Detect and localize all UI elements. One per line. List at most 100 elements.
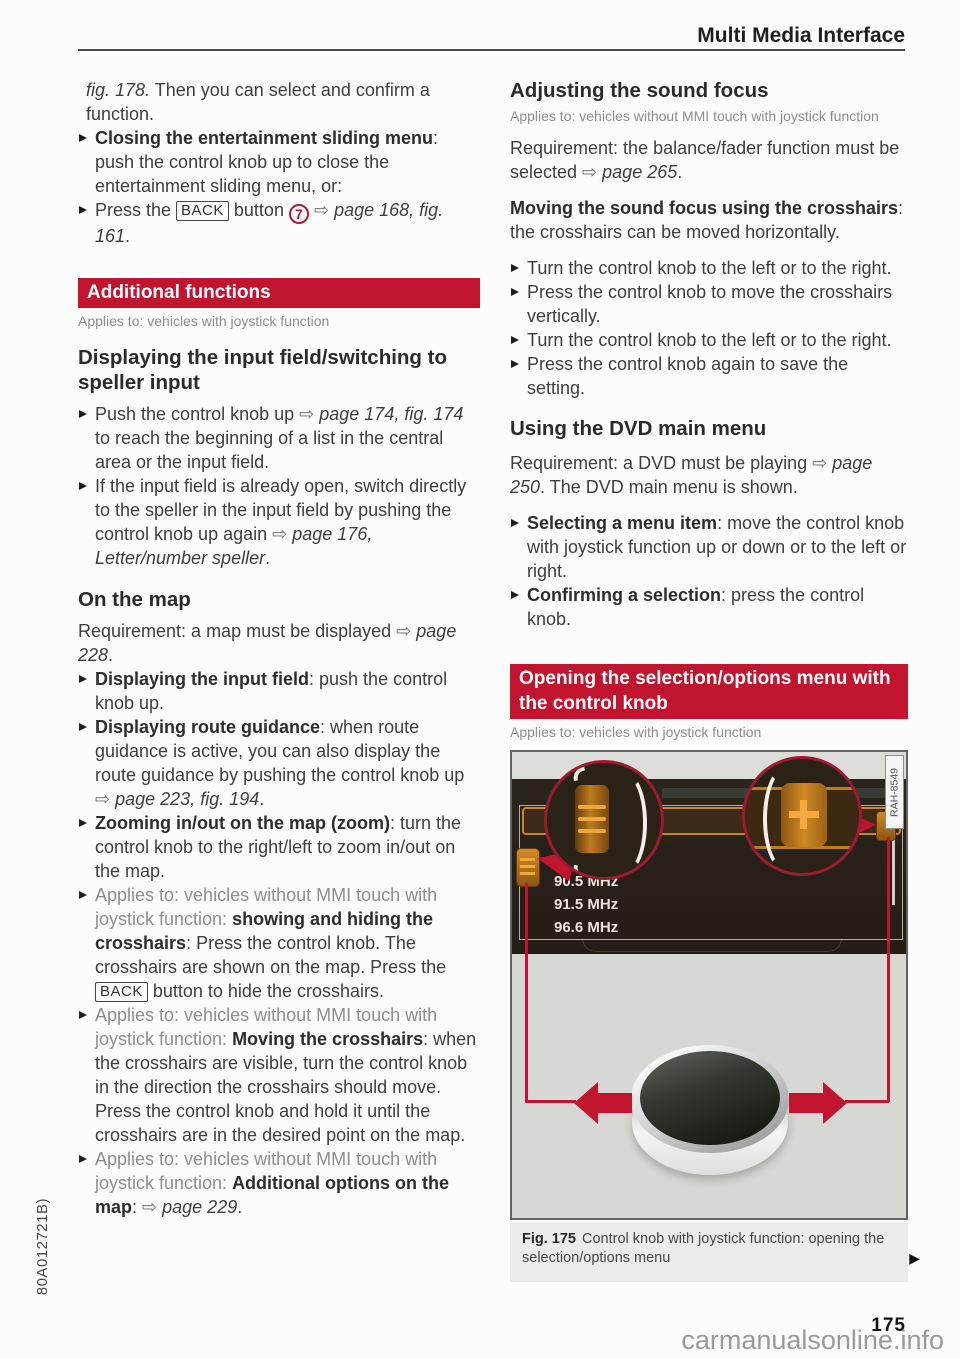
bullet-turn-knob-1: Turn the control knob to the left or to … <box>510 256 908 280</box>
callout-line <box>887 837 890 1102</box>
text-segment: Push the control knob up <box>95 404 300 424</box>
figure-caption-text: Control knob with joystick function: ope… <box>522 1231 885 1266</box>
bullet-push-control-knob: Push the control knob up ⇨ page 174, fig… <box>78 402 480 474</box>
text-segment: Turn the control knob to the left or to … <box>527 258 892 278</box>
text-segment: BACK <box>176 201 229 221</box>
text-segment: Selecting a menu item <box>527 513 718 533</box>
figure-control-knob: 90 90.5 MHz 91.5 MHz 96.6 MHz <box>510 750 908 1220</box>
text-segment: . <box>125 226 131 246</box>
text-segment: Displaying route guidance <box>95 717 321 737</box>
turn-left-arrow-icon <box>574 1082 632 1124</box>
text-segment: : press the control knob. <box>527 585 865 629</box>
text-segment: 7 <box>288 204 309 224</box>
bullet-input-field-open: If the input field is already open, swit… <box>78 474 480 570</box>
magnifier-callout-plus-icon <box>742 756 862 876</box>
bullet-displaying-route-guidance: Displaying route guidance: when route gu… <box>78 715 480 811</box>
text-segment: Displaying the input field <box>95 669 310 689</box>
paragraph-map-requirement: Requirement: a map must be displayed ⇨ p… <box>78 619 480 667</box>
text-segment: : Press the control knob. The crosshairs… <box>95 933 447 977</box>
red-banner-opening-selection-menu: Opening the selection/options menu with … <box>510 664 908 719</box>
text-segment: Press the <box>95 200 177 220</box>
watermark: carmanualsonline.info <box>681 1325 944 1355</box>
dashboard-trim <box>582 938 842 952</box>
applies-note-joystick: Applies to: vehicles with joystick funct… <box>78 313 330 329</box>
options-menu-icon <box>516 848 540 887</box>
text-segment: . The DVD main menu is shown. <box>540 477 798 497</box>
bullet-closing-entertainment-menu: Closing the entertainment sliding menu: … <box>78 126 480 198</box>
text-segment: Applies to: vehicles without MMI touch w… <box>95 885 438 929</box>
text-segment: button <box>228 200 289 220</box>
red-banner-additional-functions: Additional functions <box>78 278 480 308</box>
bullet-confirming-selection: Confirming a selection: press the contro… <box>510 583 908 631</box>
paragraph-intro: fig. 178. Then you can select and confir… <box>78 78 480 126</box>
text-segment: page 250 <box>510 453 873 497</box>
page-header-title: Multi Media Interface <box>697 24 905 47</box>
bullet-turn-knob-2: Turn the control knob to the left or to … <box>510 328 908 352</box>
text-segment: Then you can select and confirm a functi… <box>86 80 430 124</box>
paragraph-dvd-requirement: Requirement: a DVD must be playing ⇨ pag… <box>510 451 908 499</box>
text-segment: : push the control knob up. <box>95 669 448 713</box>
text-segment: Moving the sound focus using the crossha… <box>510 198 899 218</box>
text-segment: : when the crosshairs are visible, turn … <box>95 1029 477 1145</box>
text-segment: button to hide the crosshairs. <box>147 981 384 1001</box>
text-segment: Turn the control knob to the left or to … <box>527 330 892 350</box>
text-segment: ⇨ <box>272 524 288 544</box>
scrollbar <box>892 810 895 905</box>
bracket-curve-icon <box>763 767 807 871</box>
text-segment: fig. 178. <box>86 80 151 100</box>
magnifier-callout-options-icon <box>544 760 664 880</box>
text-segment: Additional options on the map <box>95 1173 450 1217</box>
text-segment: Moving the crosshairs <box>232 1029 424 1049</box>
section-heading-input-field: Displaying the input field/switching to … <box>78 346 447 394</box>
text-segment: ⇨ <box>582 162 598 182</box>
header-rule <box>78 49 905 51</box>
section-heading-on-the-map: On the map <box>78 588 191 611</box>
text-segment: ⇨ <box>95 789 111 809</box>
callout-line <box>525 1100 576 1103</box>
text-segment: showing and hiding the crosshairs <box>95 909 434 953</box>
image-reference-label: RAH-8549 <box>885 755 904 829</box>
bullet-moving-crosshairs: Applies to: vehicles without MMI touch w… <box>78 1003 480 1147</box>
text-segment: Requirement: the balance/fader function … <box>510 138 900 182</box>
bullet-press-back-button: Press the BACK button 7 ⇨ page 168, fig.… <box>78 198 480 248</box>
text-segment: BACK <box>95 982 148 1002</box>
bullet-press-knob-vertical: Press the control knob to move the cross… <box>510 280 908 328</box>
text-segment: ⇨ <box>396 621 412 641</box>
text-segment: page 229 <box>162 1197 238 1217</box>
figure-caption-number: Fig. 175 <box>522 1231 576 1247</box>
text-segment: : move the control knob with joystick fu… <box>527 513 907 581</box>
text-segment: . <box>237 1197 243 1217</box>
text-segment: Zooming in/out on the map (zoom) <box>95 813 390 833</box>
text-segment: ⇨ <box>142 1197 158 1217</box>
text-segment: ⇨ <box>812 453 828 473</box>
bullet-show-hide-crosshairs: Applies to: vehicles without MMI touch w… <box>78 883 480 1003</box>
spine-code: 80A012721B) <box>34 1198 51 1296</box>
text-segment: : turn the control knob to the right/lef… <box>95 813 461 881</box>
text-segment: ⇨ <box>299 404 315 424</box>
text-segment: . <box>259 789 265 809</box>
section-heading-sound-focus: Adjusting the sound focus <box>510 79 769 102</box>
callout-line <box>845 1100 889 1103</box>
text-segment: Requirement: a DVD must be playing <box>510 453 813 473</box>
bullet-selecting-menu-item: Selecting a menu item: move the control … <box>510 511 908 583</box>
text-segment: Requirement: a map must be displayed <box>78 621 397 641</box>
bullet-additional-options-map: Applies to: vehicles without MMI touch w… <box>78 1147 480 1219</box>
bullet-zooming-map: Zooming in/out on the map (zoom): turn t… <box>78 811 480 883</box>
text-segment: page 168, fig. 161 <box>95 200 444 246</box>
text-segment: page 174, fig. 174 <box>319 404 464 424</box>
page-number: 175 <box>871 1315 906 1336</box>
applies-note-no-touch: Applies to: vehicles without MMI touch w… <box>510 108 879 124</box>
callout-line <box>525 883 528 1102</box>
text-segment: . <box>265 548 271 568</box>
text-segment: Applies to: vehicles without MMI touch w… <box>95 1005 438 1049</box>
text-segment: : the crosshairs can be moved horizontal… <box>510 198 904 242</box>
text-segment: page 265 <box>602 162 678 182</box>
right-column: Adjusting the sound focus Applies to: ve… <box>510 78 920 1282</box>
bracket-curve-icon <box>605 773 647 873</box>
left-column: fig. 178. Then you can select and confir… <box>78 78 480 1219</box>
control-knob <box>631 1045 789 1177</box>
text-segment: ⇨ <box>313 200 330 220</box>
text-segment: page 176, Letter/number speller <box>95 524 373 568</box>
